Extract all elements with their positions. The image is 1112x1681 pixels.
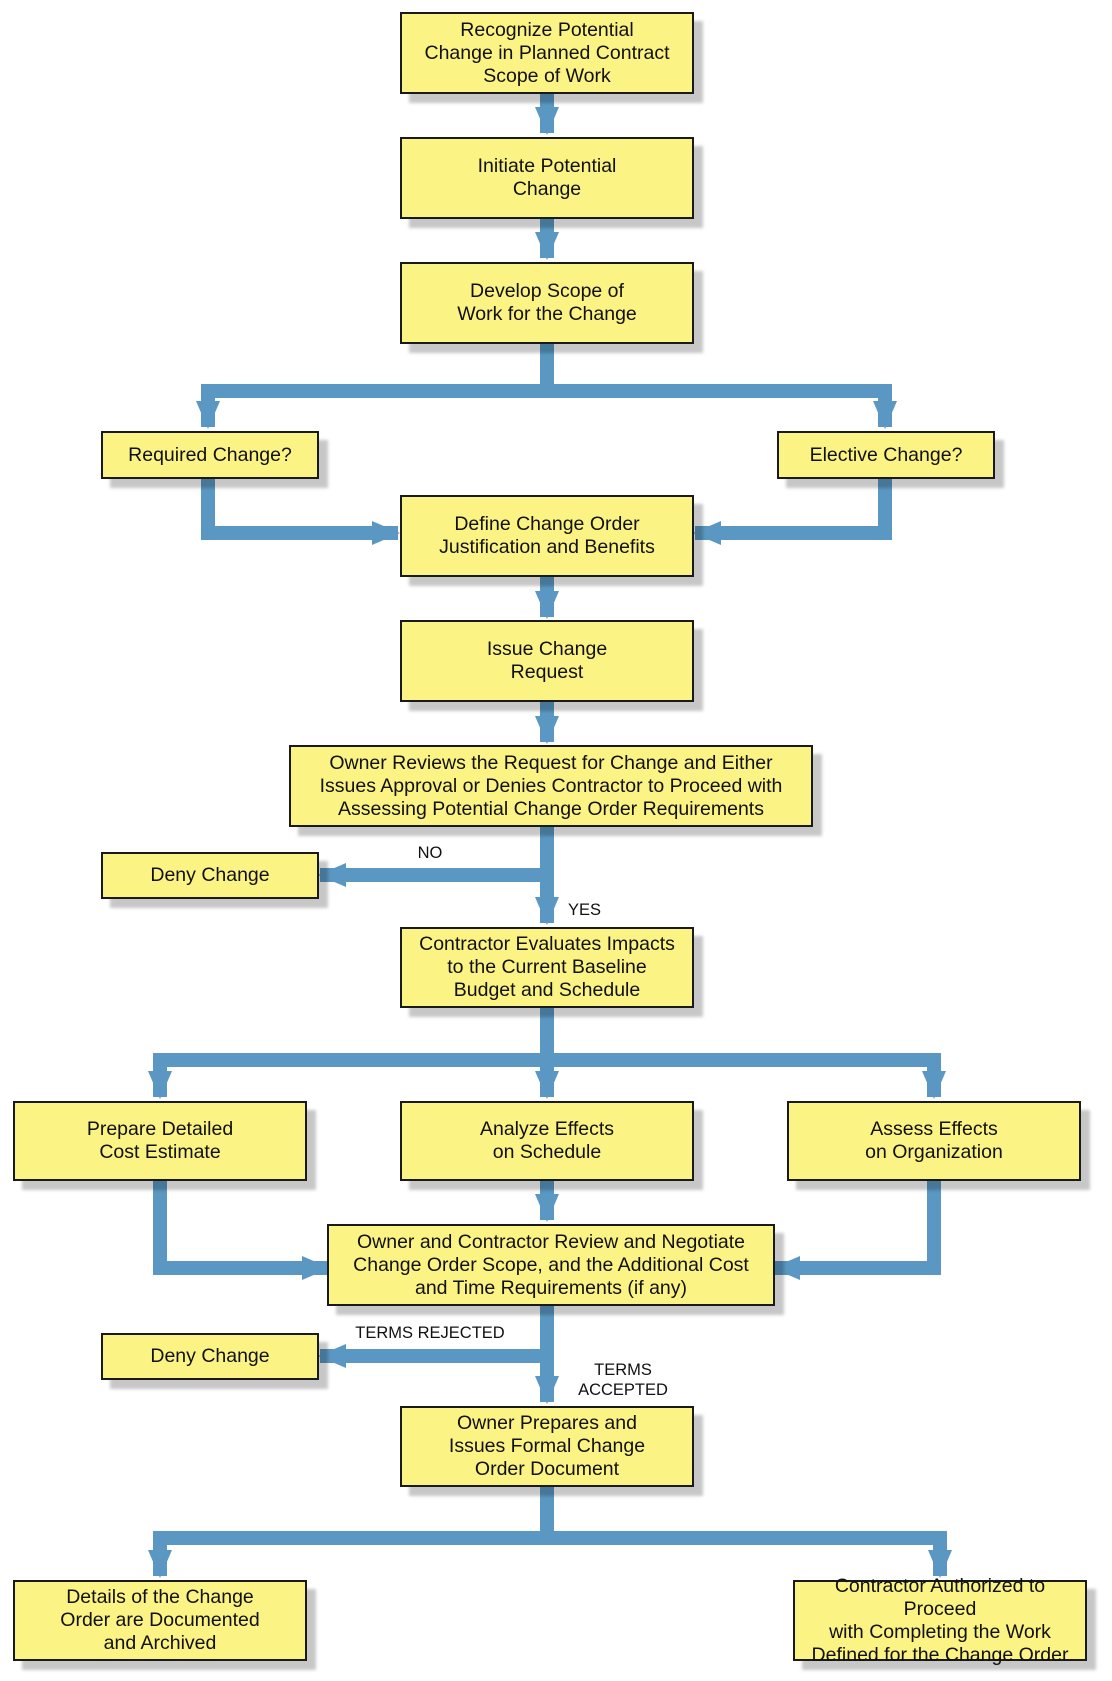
label-terms-rejected: TERMS REJECTED	[355, 1324, 505, 1342]
connector-required-define	[201, 479, 400, 545]
decision-required-change: Required Change?	[101, 431, 319, 479]
step-contractor-authorized: Contractor Authorized to Proceed with Co…	[793, 1575, 1087, 1666]
step-deny-change-1: Deny Change	[101, 852, 319, 899]
step-analyze-schedule: Analyze Effects on Schedule	[400, 1101, 694, 1181]
label-no: NO	[417, 844, 443, 862]
connector-estimate-negotiate	[153, 1181, 330, 1280]
connector-to-authorized	[547, 1531, 952, 1578]
step-owner-review: Owner Reviews the Request for Change and…	[289, 745, 813, 827]
step-formal-change-order: Owner Prepares and Issues Formal Change …	[400, 1406, 694, 1487]
connector-to-required	[196, 384, 547, 429]
connector-to-archived	[148, 1531, 547, 1578]
step-initiate-change: Initiate Potential Change	[400, 137, 694, 219]
step-deny-change-2: Deny Change	[101, 1333, 319, 1380]
step-develop-scope: Develop Scope of Work for the Change	[400, 262, 694, 344]
step-recognize-change: Recognize Potential Change in Planned Co…	[400, 12, 694, 94]
connector-elective-define	[693, 479, 892, 545]
step-documented-archived: Details of the Change Order are Document…	[13, 1580, 307, 1661]
connector-organization-negotiate	[772, 1181, 941, 1280]
decision-elective-change: Elective Change?	[777, 431, 995, 479]
step-contractor-evaluates: Contractor Evaluates Impacts to the Curr…	[400, 927, 694, 1008]
step-assess-organization: Assess Effects on Organization	[787, 1101, 1081, 1181]
connector-to-estimate	[148, 1053, 547, 1099]
step-define-justification: Define Change Order Justification and Be…	[400, 495, 694, 577]
connector-to-elective	[547, 384, 897, 429]
step-cost-estimate: Prepare Detailed Cost Estimate	[13, 1101, 307, 1181]
connector-to-organization	[547, 1053, 946, 1099]
label-terms-accepted: TERMS ACCEPTED	[578, 1361, 668, 1399]
label-yes: YES	[568, 901, 602, 919]
step-review-negotiate: Owner and Contractor Review and Negotiat…	[327, 1224, 775, 1306]
step-issue-change-request: Issue Change Request	[400, 620, 694, 702]
